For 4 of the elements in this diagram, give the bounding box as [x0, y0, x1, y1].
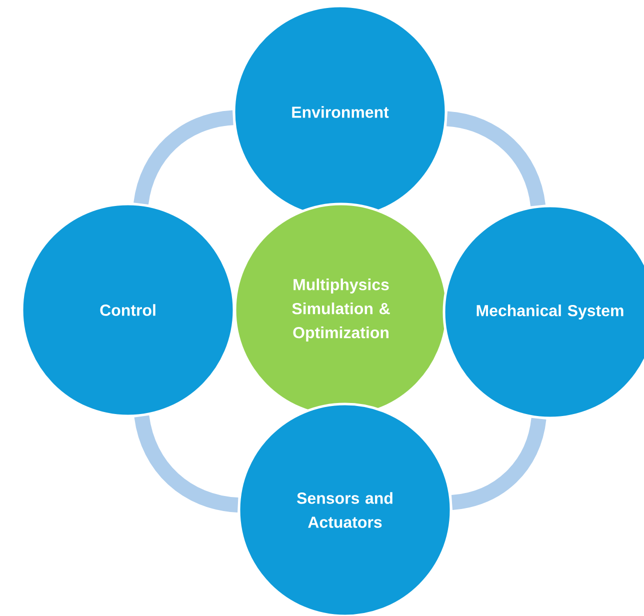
ring-arc: [134, 415, 239, 512]
ring-arc: [134, 110, 234, 205]
ring-arc: [446, 111, 546, 207]
ring-arc: [451, 417, 546, 510]
